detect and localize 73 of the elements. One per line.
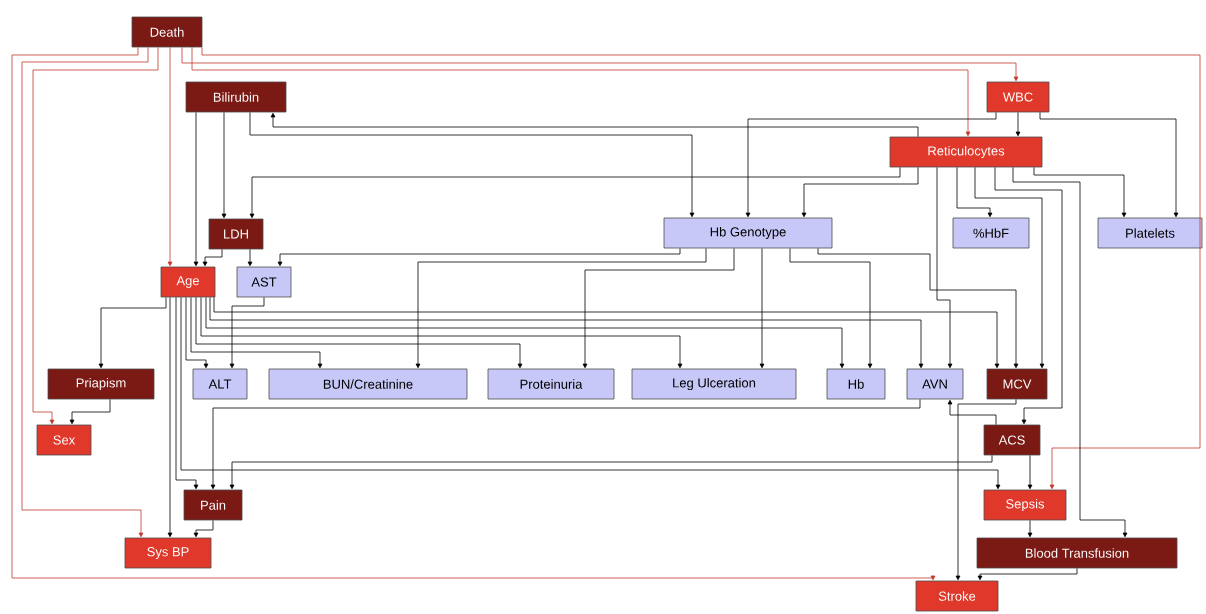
arrow — [210, 399, 921, 490]
factor-box: LDH — [208, 218, 264, 250]
factor-box: Sepsis — [983, 489, 1067, 521]
arrow — [1039, 112, 1179, 218]
arrow — [180, 297, 1001, 490]
factor-box: Pain — [183, 489, 243, 521]
arrow — [11, 47, 936, 581]
factor-box: Bilirubin — [185, 81, 287, 113]
factor-box: Death — [131, 16, 203, 48]
arrow — [936, 167, 953, 369]
factor-box: Hb — [826, 368, 886, 400]
factor-box: Sys BP — [124, 537, 212, 569]
arrow — [200, 297, 683, 369]
arrow — [32, 47, 159, 425]
arrow — [193, 520, 214, 538]
arrow — [817, 248, 1019, 369]
arrow — [191, 47, 971, 137]
arrow — [977, 568, 1078, 581]
factor-box: Blood Transfusion — [976, 537, 1178, 569]
arrow — [974, 167, 1045, 369]
factor-box: AST — [236, 266, 292, 298]
factor-box: Hb Genotype — [663, 217, 833, 249]
arrow — [801, 167, 919, 218]
arrow — [21, 47, 149, 538]
factor-box: MCV — [986, 368, 1048, 400]
arrow — [249, 112, 695, 218]
factor-box: Age — [160, 266, 216, 298]
factor-box: Stroke — [915, 580, 999, 612]
arrow — [167, 297, 173, 538]
arrow — [190, 297, 323, 369]
arrow — [1015, 112, 1021, 137]
arrow — [1012, 167, 1128, 538]
factor-box: ACS — [983, 424, 1041, 456]
arrow — [415, 248, 707, 369]
arrow — [1027, 520, 1033, 538]
factor-box: ALT — [192, 368, 248, 400]
arrow — [956, 167, 993, 218]
factor-box: BUN/Creatinine — [268, 368, 468, 400]
arrow — [270, 112, 919, 137]
arrow — [185, 297, 209, 369]
arrow — [221, 112, 227, 219]
arrow — [229, 297, 265, 369]
arrow — [195, 297, 523, 369]
factor-box: Proteinuria — [487, 368, 615, 400]
arrow — [202, 249, 223, 267]
arrow — [193, 112, 199, 267]
factor-box: Priapism — [47, 368, 155, 400]
arrow — [582, 248, 735, 369]
arrow — [69, 399, 111, 425]
arrow — [175, 297, 199, 490]
arrow — [201, 47, 1201, 490]
arrow — [247, 249, 253, 267]
factor-box: Leg Ulceration — [631, 368, 797, 400]
arrow — [789, 248, 873, 369]
factor-box: WBC — [986, 81, 1050, 113]
arrow — [759, 248, 765, 369]
arrow — [249, 167, 901, 219]
factor-box: Platelets — [1097, 217, 1203, 249]
arrow — [98, 297, 167, 369]
factor-box: %HbF — [952, 217, 1030, 249]
arrow — [1027, 455, 1033, 490]
arrow — [994, 167, 1063, 425]
arrow — [947, 399, 997, 425]
arrow — [167, 47, 173, 267]
factor-box: Reticulocytes — [889, 136, 1043, 168]
arrow — [745, 112, 997, 218]
arrow — [955, 399, 1017, 581]
factor-box: Sex — [36, 424, 92, 456]
arrow — [277, 248, 681, 267]
arrow — [229, 455, 993, 490]
arrow — [181, 47, 1019, 82]
arrow — [1033, 167, 1127, 218]
factor-box: AVN — [906, 368, 964, 400]
